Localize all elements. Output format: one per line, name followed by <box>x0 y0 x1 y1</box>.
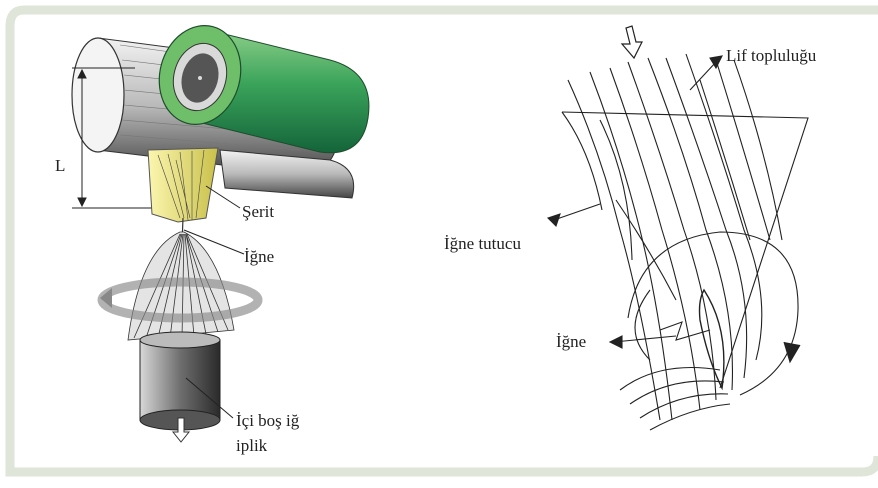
label-L: L <box>55 156 65 176</box>
fiber-input-arrow <box>622 26 642 58</box>
sliver-funnel <box>148 148 218 222</box>
label-hollow-2: iplik <box>236 436 267 456</box>
label-lif-toplulugu: Lif topluluğu <box>726 46 816 66</box>
label-igne-left: İğne <box>244 247 274 267</box>
rotation-arrow-head <box>784 342 800 362</box>
lower-roller <box>220 150 354 198</box>
label-hollow-1: İçi boş iğ <box>236 411 299 431</box>
hollow-spindle <box>140 332 220 430</box>
label-igne-right: İğne <box>556 332 586 352</box>
needle-holder-outline <box>562 112 808 388</box>
serit-leader <box>206 186 240 208</box>
fiber-bundle <box>568 54 782 420</box>
label-serit: Şerit <box>242 202 274 222</box>
needle-body <box>700 290 724 388</box>
fiber-tail <box>620 368 730 431</box>
right-figure <box>548 26 808 430</box>
label-igne-tutucu: İğne tutucu <box>444 234 521 254</box>
needle-holder-left-edge <box>562 112 602 210</box>
igne-tutucu-arrow <box>554 204 600 220</box>
left-figure <box>72 16 369 442</box>
rotation-circle <box>628 232 798 395</box>
